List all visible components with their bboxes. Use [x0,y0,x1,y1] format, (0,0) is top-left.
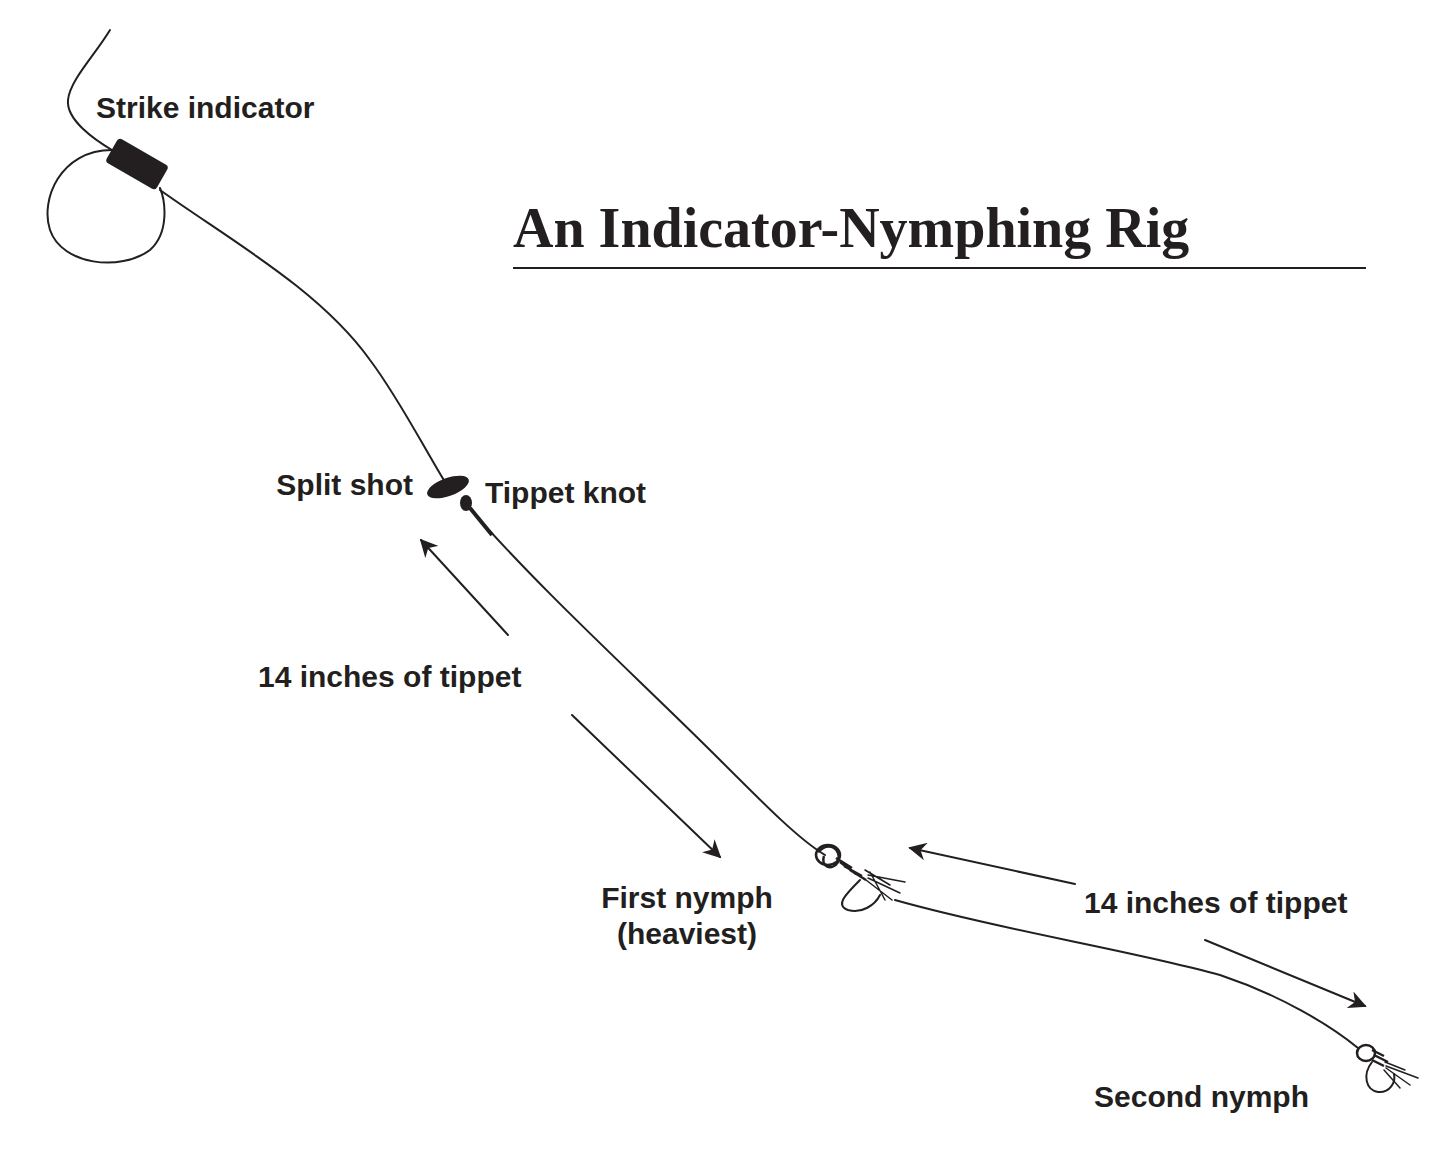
second-nymph [1357,1045,1388,1066]
dimension-arrow [910,848,1075,884]
title-underline [513,267,1366,269]
dimension-label: 14 inches of tippet [1084,885,1347,921]
diagram-title: An Indicator-Nymphing Rig [513,198,1189,260]
part-label: Second nymph [1094,1079,1309,1115]
dimension-arrow [572,715,720,857]
first-nymph [816,845,866,880]
hook [842,880,880,911]
part-label: First nymph (heaviest) [572,880,802,952]
strike-indicator [105,137,169,190]
part-label: Split shot [276,467,413,503]
nymph-tail [1384,1062,1418,1088]
dimension-arrow [421,540,508,635]
dimension-arrow [1205,940,1365,1006]
dimension-label: 14 inches of tippet [258,659,521,695]
part-label: Strike indicator [96,90,314,126]
knot-tag [470,508,492,535]
leader-line [160,190,448,487]
part-label: Tippet knot [485,475,646,511]
fly-line [68,30,112,150]
nymph-tail [865,870,905,900]
